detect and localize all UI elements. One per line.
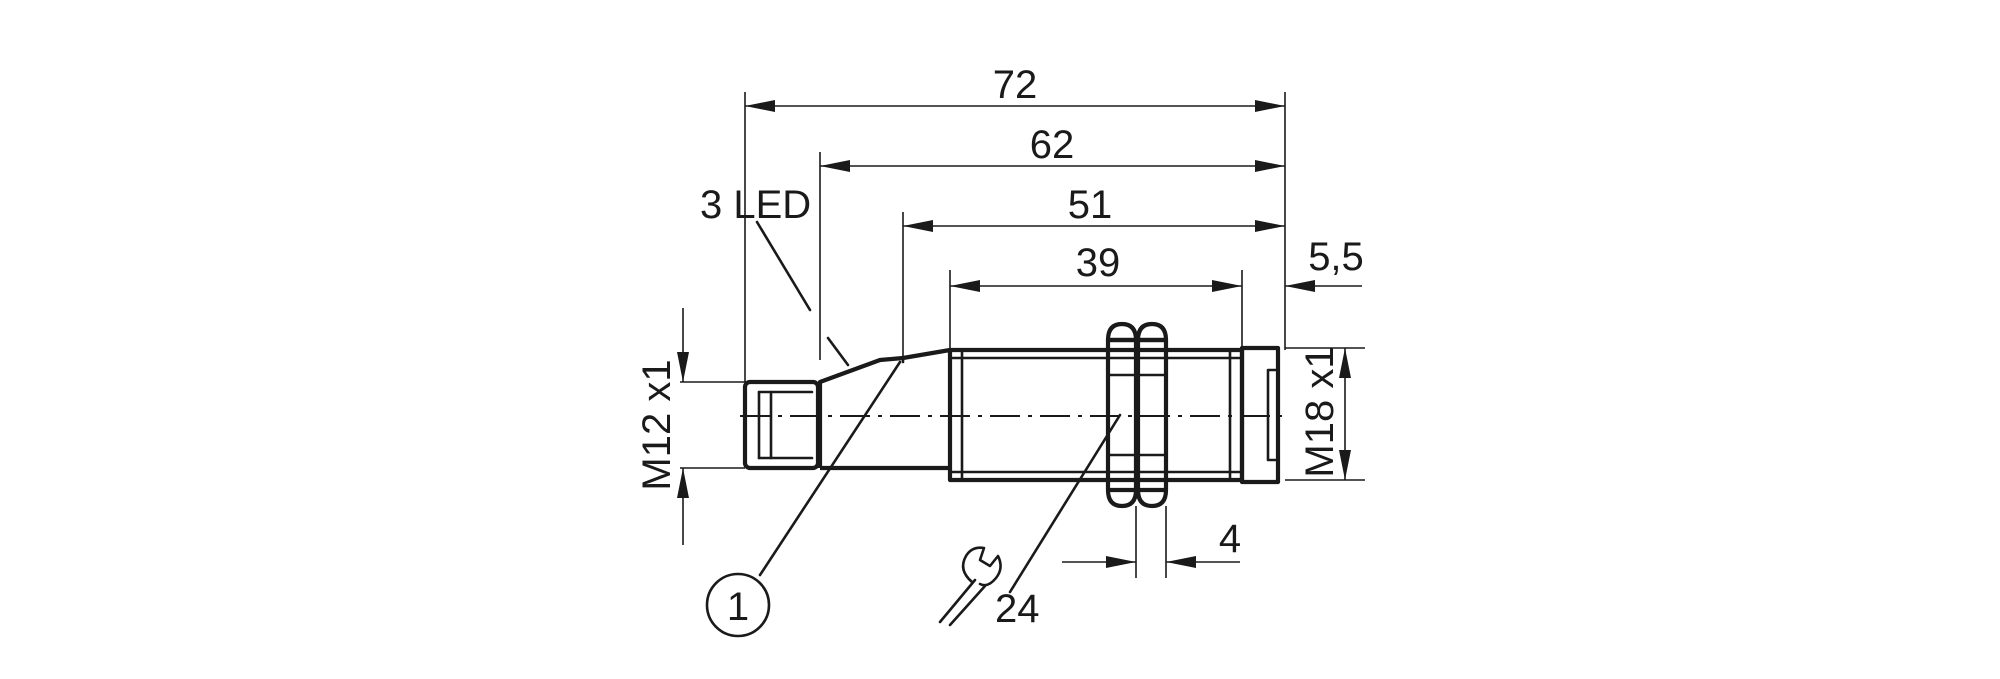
callout-1: 1 — [705, 360, 902, 638]
dimension-thread-start: 51 — [903, 183, 1285, 232]
overall-length-label: 72 — [993, 63, 1038, 107]
tapered-housing — [817, 347, 951, 471]
m12-connector — [742, 379, 821, 471]
wrench-callout: 24 — [938, 413, 1122, 631]
extension-lines — [680, 92, 1365, 578]
sensor-body — [740, 321, 1290, 540]
led-label: 3 LED — [700, 183, 811, 227]
end-offset-label: 5,5 — [1308, 235, 1364, 279]
nut-thickness-label: 4 — [1219, 517, 1241, 561]
dimension-body-length: 62 — [820, 123, 1285, 172]
dimension-end-offset: 5,5 — [1285, 235, 1364, 292]
connector-thread-label: M12 x1 — [635, 359, 679, 490]
housing-thread-label: M18 x1 — [1298, 346, 1342, 477]
dimension-connector-thread: M12 x1 — [635, 308, 689, 545]
dimension-nut-thickness: 4 — [1062, 517, 1241, 568]
dimension-housing-thread: M18 x1 — [1298, 346, 1351, 480]
thread-start-label: 51 — [1068, 183, 1113, 227]
led-callout: 3 LED — [700, 183, 850, 367]
wrench-icon — [938, 546, 1002, 627]
dimension-thread-length: 39 — [950, 241, 1242, 292]
callout-1-number: 1 — [727, 585, 749, 629]
wrench-size-label: 24 — [995, 587, 1040, 631]
callout-1-circle — [705, 572, 771, 638]
thread-length-label: 39 — [1076, 241, 1121, 285]
body-length-label: 62 — [1030, 123, 1075, 167]
lock-nuts — [1105, 321, 1169, 540]
dimension-overall-length: 72 — [745, 63, 1285, 112]
